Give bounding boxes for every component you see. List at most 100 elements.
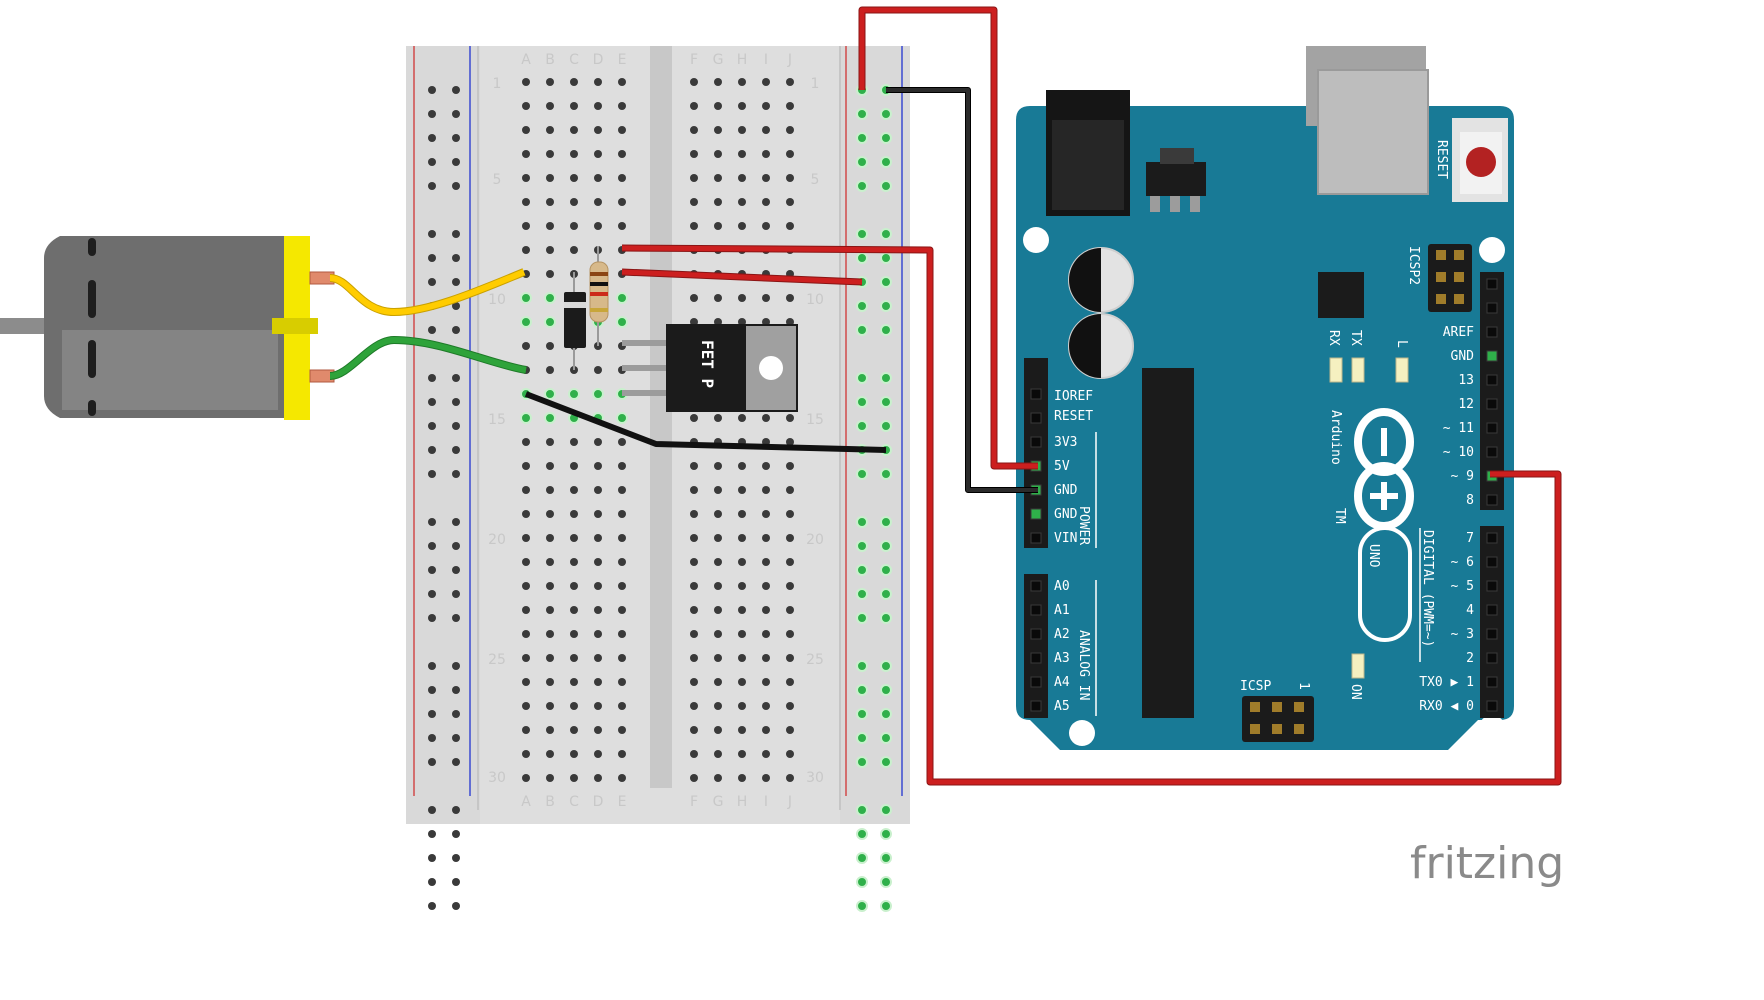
breadboard-hole[interactable] — [618, 102, 626, 110]
breadboard-hole[interactable] — [738, 654, 746, 662]
breadboard-hole[interactable] — [570, 630, 578, 638]
breadboard-hole[interactable] — [522, 630, 530, 638]
breadboard-hole[interactable] — [762, 414, 770, 422]
breadboard-hole[interactable] — [880, 564, 892, 576]
breadboard-hole[interactable] — [690, 726, 698, 734]
breadboard-hole[interactable] — [714, 510, 722, 518]
breadboard-hole[interactable] — [522, 582, 530, 590]
breadboard-hole[interactable] — [594, 726, 602, 734]
header-pin[interactable] — [1030, 412, 1042, 424]
breadboard-hole[interactable] — [452, 758, 460, 766]
breadboard-hole[interactable] — [594, 678, 602, 686]
breadboard-hole[interactable] — [618, 702, 626, 710]
reset-button-cap[interactable] — [1466, 147, 1496, 177]
breadboard-hole[interactable] — [616, 412, 628, 424]
breadboard-hole[interactable] — [452, 86, 460, 94]
breadboard-hole[interactable] — [452, 278, 460, 286]
breadboard-hole[interactable] — [592, 388, 604, 400]
breadboard-hole[interactable] — [594, 102, 602, 110]
diode[interactable] — [564, 272, 586, 370]
breadboard-hole[interactable] — [452, 902, 460, 910]
breadboard-hole[interactable] — [428, 566, 436, 574]
breadboard-hole[interactable] — [544, 412, 556, 424]
breadboard-hole[interactable] — [714, 462, 722, 470]
header-pin[interactable] — [1486, 580, 1498, 592]
breadboard-hole[interactable] — [452, 470, 460, 478]
breadboard-hole[interactable] — [714, 198, 722, 206]
breadboard-hole[interactable] — [738, 102, 746, 110]
breadboard-hole[interactable] — [546, 150, 554, 158]
breadboard-hole[interactable] — [428, 518, 436, 526]
breadboard-hole[interactable] — [570, 462, 578, 470]
breadboard-hole[interactable] — [618, 534, 626, 542]
breadboard-hole[interactable] — [786, 486, 794, 494]
breadboard-hole[interactable] — [546, 702, 554, 710]
breadboard-hole[interactable] — [570, 558, 578, 566]
breadboard-hole[interactable] — [522, 510, 530, 518]
breadboard-hole[interactable] — [594, 462, 602, 470]
breadboard-hole[interactable] — [762, 510, 770, 518]
breadboard-hole[interactable] — [714, 78, 722, 86]
breadboard-hole[interactable] — [714, 774, 722, 782]
breadboard-hole[interactable] — [880, 324, 892, 336]
breadboard-hole[interactable] — [570, 750, 578, 758]
breadboard-hole[interactable] — [762, 150, 770, 158]
breadboard-hole[interactable] — [546, 246, 554, 254]
breadboard-hole[interactable] — [786, 78, 794, 86]
breadboard-hole[interactable] — [714, 414, 722, 422]
breadboard-hole[interactable] — [856, 804, 868, 816]
breadboard-hole[interactable] — [786, 558, 794, 566]
breadboard-hole[interactable] — [738, 630, 746, 638]
breadboard-hole[interactable] — [762, 294, 770, 302]
wire-pin9-to-gate[interactable] — [621, 245, 1561, 785]
breadboard-hole[interactable] — [714, 486, 722, 494]
breadboard-hole[interactable] — [452, 302, 460, 310]
breadboard-hole[interactable] — [452, 566, 460, 574]
breadboard-hole[interactable] — [452, 590, 460, 598]
breadboard-hole[interactable] — [690, 510, 698, 518]
breadboard-hole[interactable] — [570, 510, 578, 518]
breadboard-hole[interactable] — [546, 774, 554, 782]
breadboard-hole[interactable] — [452, 878, 460, 886]
breadboard-hole[interactable] — [452, 110, 460, 118]
breadboard-hole[interactable] — [738, 534, 746, 542]
breadboard-hole[interactable] — [452, 182, 460, 190]
breadboard-hole[interactable] — [618, 150, 626, 158]
breadboard-hole[interactable] — [616, 292, 628, 304]
breadboard-hole[interactable] — [522, 558, 530, 566]
breadboard-hole[interactable] — [594, 366, 602, 374]
breadboard-hole[interactable] — [594, 126, 602, 134]
breadboard-hole[interactable] — [714, 174, 722, 182]
header-pin[interactable] — [1030, 388, 1042, 400]
breadboard-hole[interactable] — [428, 182, 436, 190]
breadboard-hole[interactable] — [594, 222, 602, 230]
breadboard-hole[interactable] — [428, 470, 436, 478]
breadboard-hole[interactable] — [570, 678, 578, 686]
breadboard-hole[interactable] — [452, 230, 460, 238]
breadboard-hole[interactable] — [428, 446, 436, 454]
breadboard-hole[interactable] — [522, 78, 530, 86]
breadboard-hole[interactable] — [738, 174, 746, 182]
breadboard-hole[interactable] — [544, 388, 556, 400]
breadboard-hole[interactable] — [762, 462, 770, 470]
breadboard-hole[interactable] — [880, 276, 892, 288]
breadboard-hole[interactable] — [738, 126, 746, 134]
breadboard-hole[interactable] — [570, 222, 578, 230]
breadboard-hole[interactable] — [880, 732, 892, 744]
breadboard-hole[interactable] — [714, 726, 722, 734]
breadboard-hole[interactable] — [594, 558, 602, 566]
breadboard-hole[interactable] — [714, 702, 722, 710]
breadboard-hole[interactable] — [522, 174, 530, 182]
breadboard-hole[interactable] — [856, 132, 868, 144]
breadboard-hole[interactable] — [546, 126, 554, 134]
breadboard-hole[interactable] — [618, 750, 626, 758]
breadboard-hole[interactable] — [762, 198, 770, 206]
breadboard-hole[interactable] — [452, 374, 460, 382]
breadboard-hole[interactable] — [762, 534, 770, 542]
breadboard-hole[interactable] — [570, 438, 578, 446]
breadboard-hole[interactable] — [786, 198, 794, 206]
header-pin[interactable] — [1030, 604, 1042, 616]
breadboard-hole[interactable] — [546, 486, 554, 494]
breadboard-hole[interactable] — [570, 174, 578, 182]
breadboard-hole[interactable] — [618, 486, 626, 494]
